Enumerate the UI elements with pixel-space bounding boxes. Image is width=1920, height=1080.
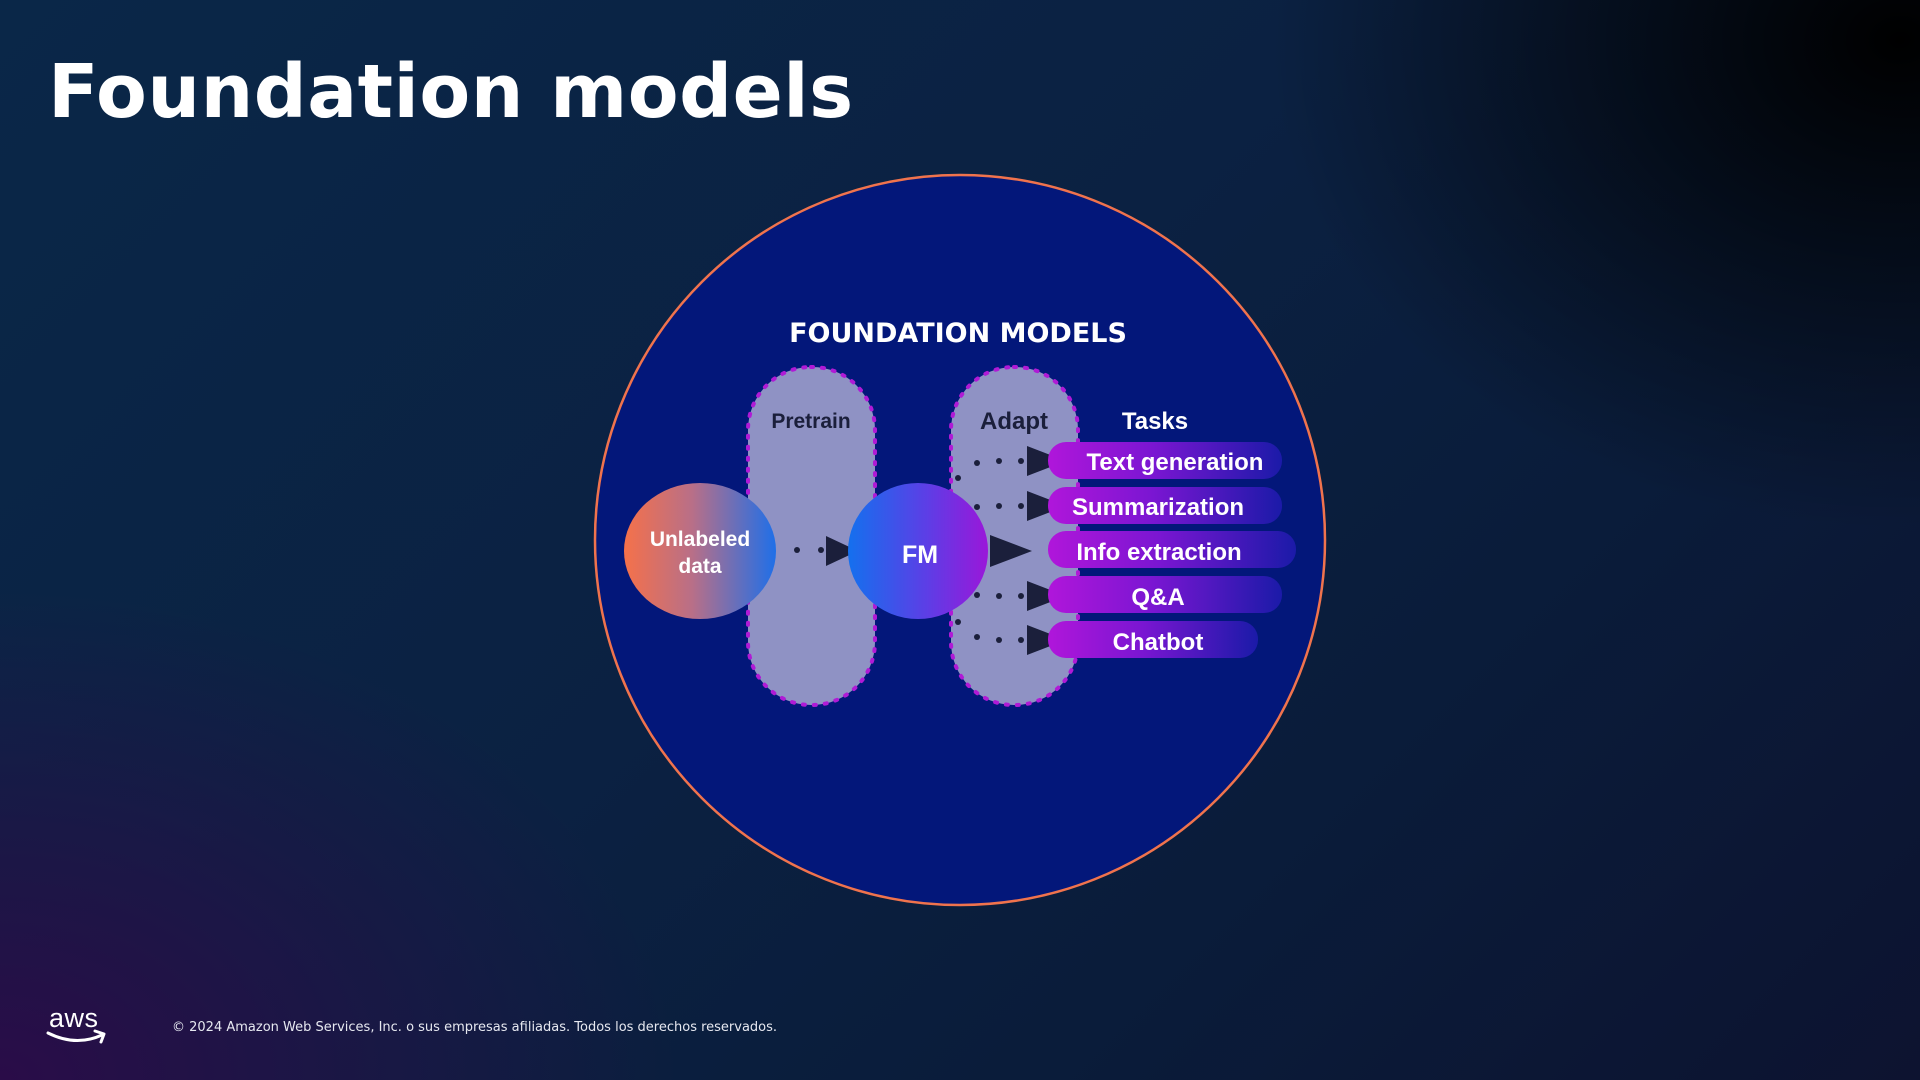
pretrain-label: Pretrain [771,410,850,433]
task-pill-info-extraction: Info extraction [1048,531,1296,568]
diagram-heading: FOUNDATION MODELS [789,318,1127,349]
fm-node [848,483,988,619]
task-pill-text-generation: Text generation [1048,442,1282,479]
task-pill-chatbot: Chatbot [1048,621,1258,658]
copyright-text: © 2024 Amazon Web Services, Inc. o sus e… [172,1020,778,1035]
task-label: Text generation [1087,449,1264,476]
task-pill-summarization: Summarization [1048,487,1282,524]
aws-smile-icon [46,1029,106,1044]
task-pill-qa: Q&A [1048,576,1282,613]
aws-logo: aws [46,1003,110,1051]
aws-logo-text: aws [49,1003,99,1033]
task-arrow-summarization [974,491,1066,521]
fm-label: FM [902,541,938,569]
unlabeled-data-label-line1: Unlabeled [650,528,750,551]
task-arrow-chatbot [955,619,1066,655]
task-arrow-text-generation [955,446,1066,481]
task-label: Chatbot [1113,629,1204,656]
task-arrow-info-extraction [990,535,1032,567]
slide-title: Foundation models [48,49,854,135]
task-arrow-qa [974,581,1066,611]
pretrain-arrow [794,536,858,566]
unlabeled-data-node [624,483,776,619]
adapt-label: Adapt [980,408,1048,435]
task-label: Info extraction [1076,539,1241,566]
tasks-label: Tasks [1122,408,1188,435]
task-label: Q&A [1131,584,1184,611]
unlabeled-data-label-line2: data [678,555,722,578]
task-label: Summarization [1072,494,1244,521]
